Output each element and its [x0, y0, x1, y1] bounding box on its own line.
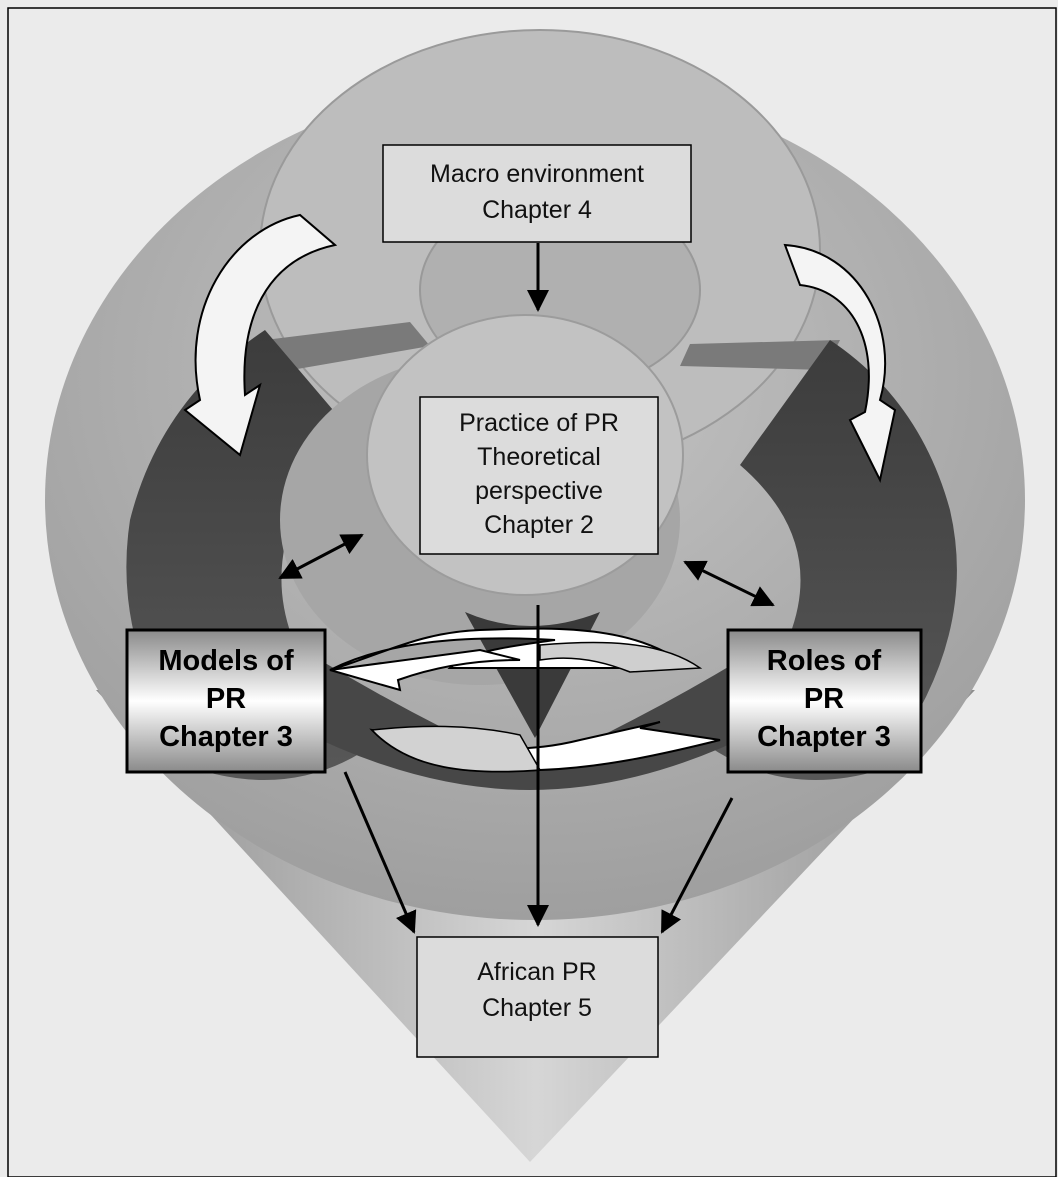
practice-line-3: perspective — [475, 477, 603, 505]
roles-line-2: PR — [804, 683, 844, 715]
macro-line-1: Macro environment — [430, 160, 644, 188]
arrow-models-practice — [278, 533, 364, 580]
box-macro-environment: Macro environment Chapter 4 — [382, 144, 692, 243]
curved-arrow-top-left — [183, 213, 338, 457]
practice-line-4: Chapter 2 — [484, 511, 594, 539]
roles-line-1: Roles of — [767, 645, 882, 677]
models-line-2: PR — [206, 683, 246, 715]
box-models-of-pr: Models of PR Chapter 3 — [125, 628, 327, 774]
box-african-pr: African PR Chapter 5 — [416, 936, 659, 1058]
curved-arrow-top-right — [783, 243, 897, 483]
african-line-1: African PR — [477, 958, 596, 986]
box-practice-of-pr: Practice of PR Theoretical perspective C… — [419, 396, 659, 555]
swirl-arrowhead-left — [329, 648, 521, 692]
roles-line-3: Chapter 3 — [757, 721, 891, 753]
african-line-2: Chapter 5 — [482, 994, 592, 1022]
practice-line-1: Practice of PR — [459, 409, 619, 437]
arrow-roles-to-african — [660, 797, 734, 934]
models-line-3: Chapter 3 — [159, 721, 293, 753]
box-roles-of-pr: Roles of PR Chapter 3 — [726, 628, 923, 774]
left-slab — [265, 322, 430, 372]
arrow-practice-roles — [683, 560, 775, 607]
right-slab — [680, 340, 840, 370]
swirl-arrow-bottom-grey — [370, 725, 542, 773]
macro-line-2: Chapter 4 — [482, 196, 592, 224]
arrow-models-to-african — [343, 771, 417, 934]
models-line-1: Models of — [158, 645, 294, 677]
swirl-arrow-top-grey — [539, 641, 703, 673]
practice-line-2: Theoretical — [477, 443, 601, 471]
border — [7, 7, 1057, 1177]
